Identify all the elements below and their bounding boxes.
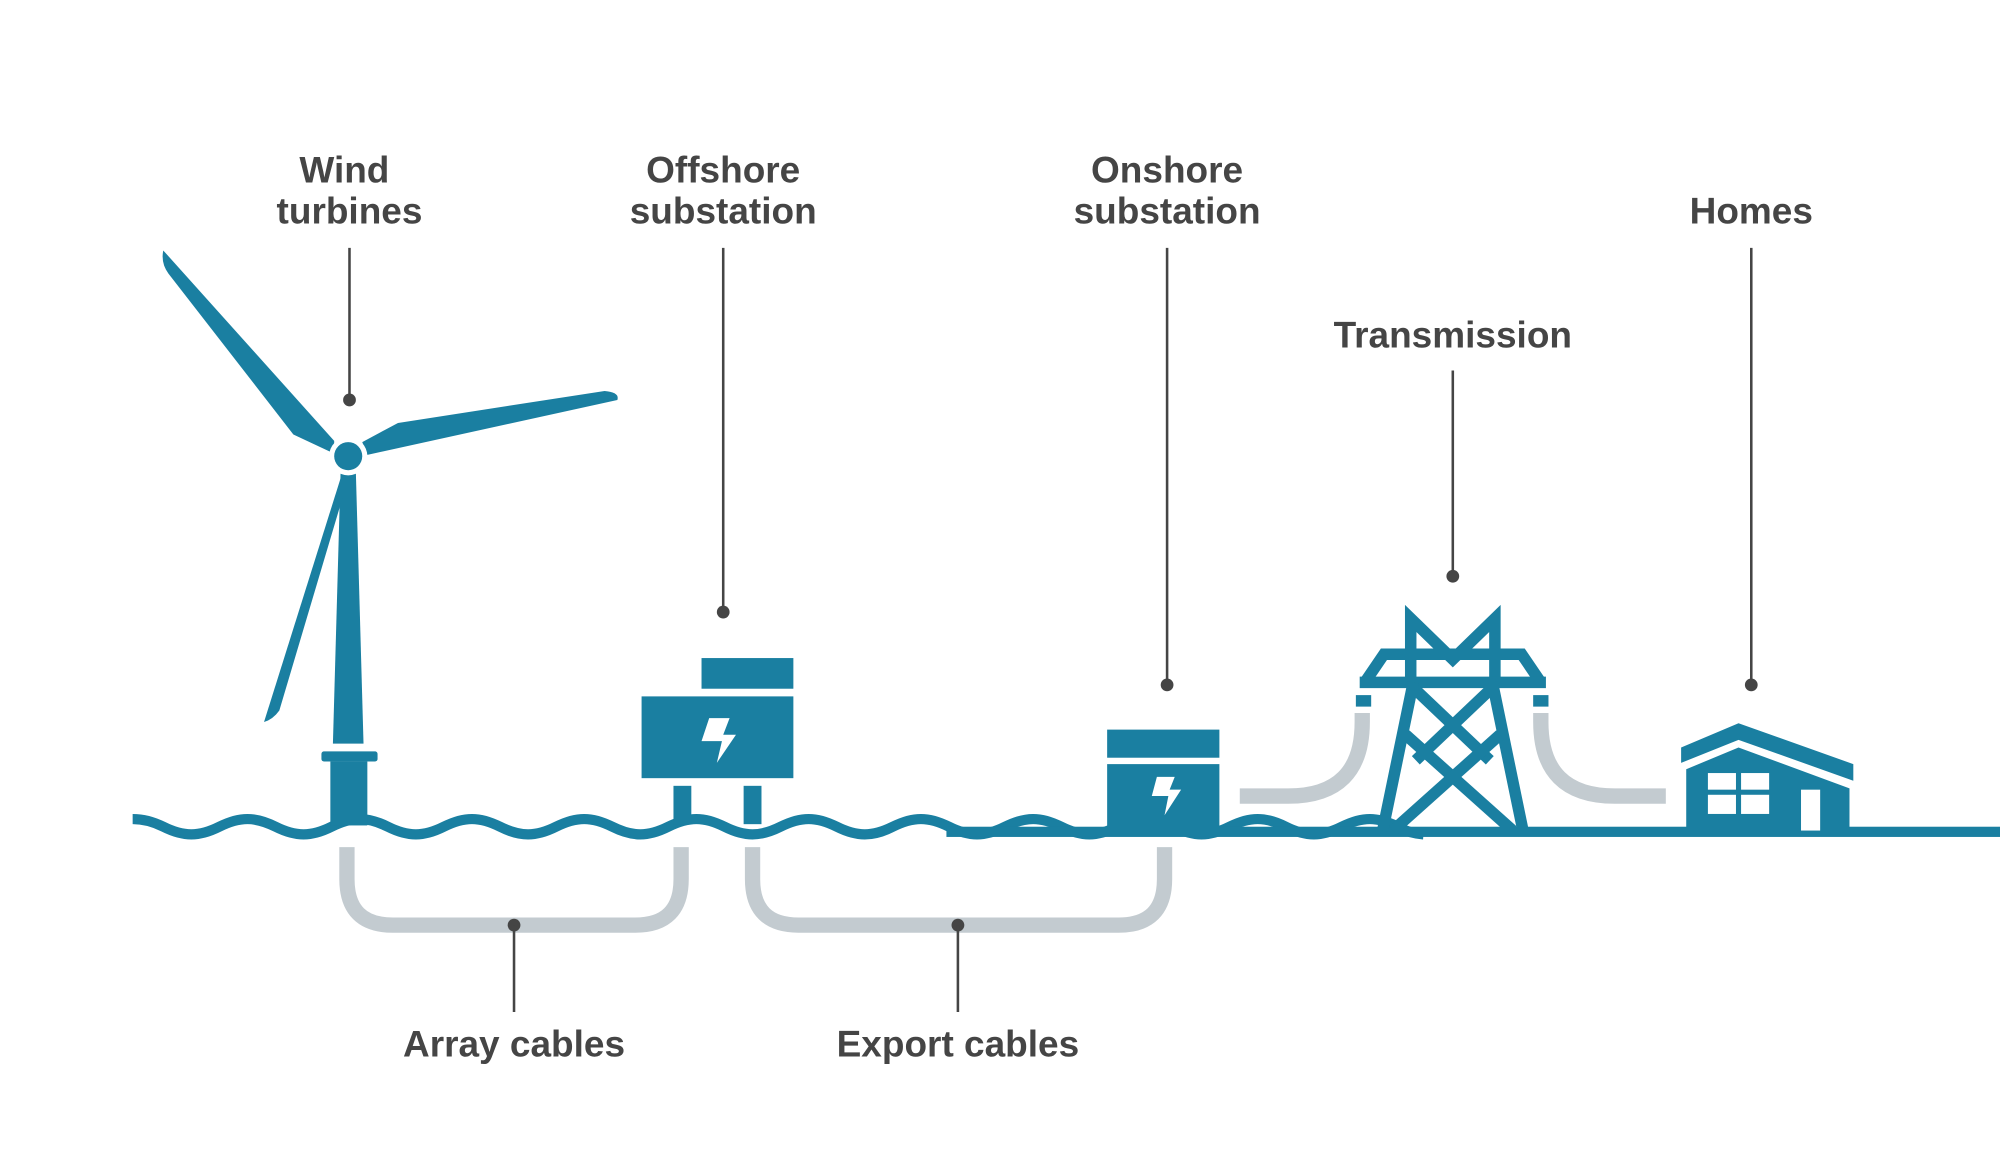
- wind-turbine-icon: [162, 250, 618, 826]
- label-homes: Homes: [1690, 190, 1813, 692]
- leader-dot: [1744, 678, 1758, 692]
- label-text: Export cables: [837, 1023, 1080, 1065]
- leader-dot: [343, 393, 356, 407]
- leader-dot: [1446, 569, 1460, 583]
- insulator-right: [1533, 695, 1549, 707]
- export-cable: [744, 847, 1173, 933]
- label-wind-turbines: Wind turbines: [277, 149, 423, 407]
- label-line: substation: [630, 190, 817, 232]
- onshore-substation-icon: [1107, 729, 1220, 831]
- ground-line: [946, 826, 2000, 837]
- offshore-substation-icon: [641, 658, 794, 825]
- tower-to-home-cable: [1533, 713, 1666, 804]
- label-line: Homes: [1690, 190, 1813, 232]
- label-onshore-substation: Onshore substation: [1074, 149, 1261, 692]
- window-pane: [1741, 773, 1770, 790]
- label-line: Wind: [299, 149, 389, 191]
- label-transmission: Transmission: [1334, 314, 1572, 583]
- onshore-to-tower-cable: [1239, 713, 1370, 804]
- array-cable: [339, 847, 689, 933]
- leader-dot: [716, 605, 730, 619]
- label-array-cables: Array cables: [403, 918, 625, 1065]
- house-icon: [1681, 723, 1854, 831]
- label-line: substation: [1074, 190, 1261, 232]
- label-line: turbines: [277, 190, 423, 232]
- label-text: Array cables: [403, 1023, 625, 1065]
- door: [1801, 789, 1821, 831]
- label-line: Transmission: [1334, 314, 1572, 356]
- label-line: Onshore: [1091, 149, 1243, 191]
- lightning-bolt-icon: [701, 718, 736, 763]
- label-offshore-substation: Offshore substation: [630, 149, 817, 619]
- window-pane: [1707, 794, 1736, 814]
- label-export-cables: Export cables: [837, 918, 1080, 1065]
- window-pane: [1741, 794, 1770, 814]
- label-line: Offshore: [646, 149, 800, 191]
- window-pane: [1707, 773, 1736, 790]
- lightning-bolt-icon: [1151, 776, 1182, 816]
- insulator-left: [1355, 695, 1372, 707]
- leader-dot: [1160, 678, 1174, 692]
- transmission-tower-icon: [1359, 604, 1546, 835]
